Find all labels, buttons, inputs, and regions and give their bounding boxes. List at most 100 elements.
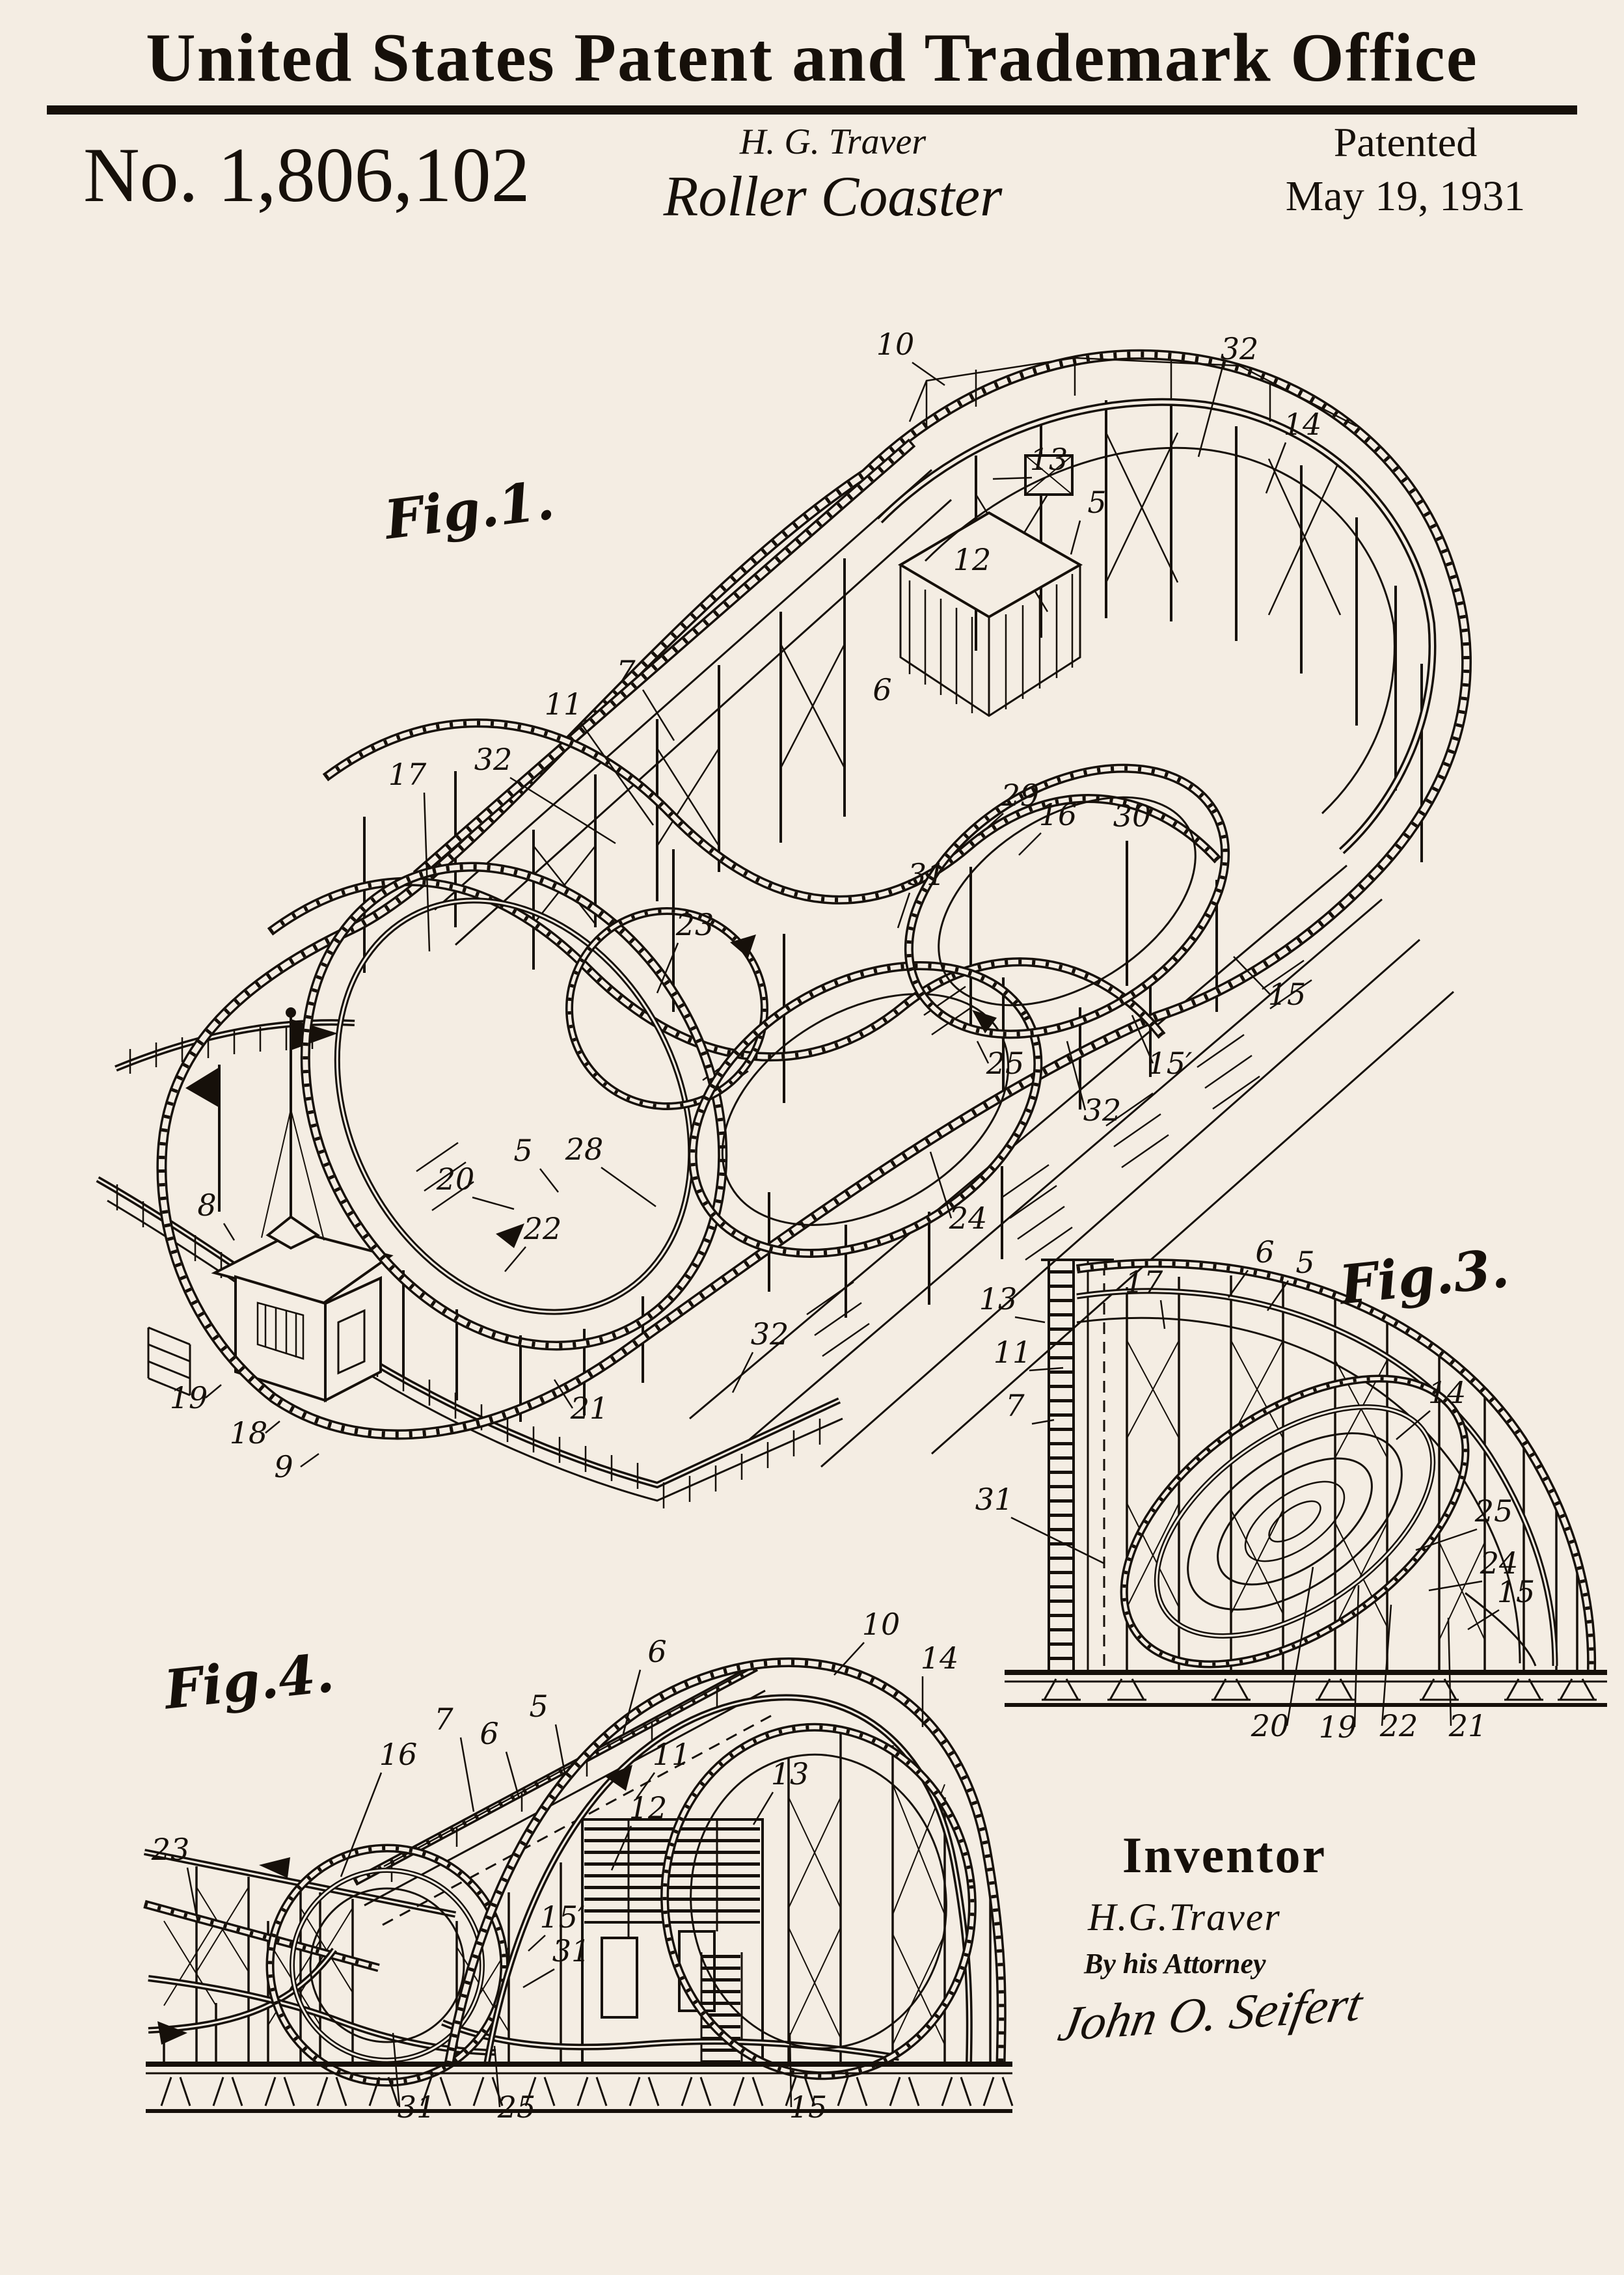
- middle-loop: [690, 963, 1040, 1256]
- leader-line: [300, 1452, 319, 1468]
- header-right-block: Patented May 19, 1931: [1243, 118, 1568, 221]
- ref-numeral: 10: [876, 327, 915, 362]
- s-curve-track-upper: [323, 720, 1220, 903]
- ref-numeral: 11: [994, 1335, 1032, 1370]
- ref-numeral: 21: [570, 1391, 609, 1426]
- patented-label: Patented: [1333, 119, 1478, 165]
- ref-numeral: 23: [675, 907, 714, 942]
- leader-line: [1197, 366, 1224, 457]
- direction-arrow: [730, 934, 756, 958]
- leader-line: [601, 1166, 656, 1208]
- leader-line: [1066, 1041, 1087, 1111]
- station-house: [147, 1007, 394, 1403]
- direction-arrow: [496, 1223, 524, 1248]
- ref-numeral: 18: [230, 1415, 268, 1451]
- leader-line: [731, 1352, 754, 1393]
- leader-line: [1227, 1270, 1249, 1298]
- leader-line: [1353, 1585, 1360, 1728]
- ref-numeral: 12: [953, 542, 992, 577]
- vertical-loop-outer: [268, 1846, 506, 2084]
- leader-line: [1029, 1367, 1064, 1372]
- leader-line: [472, 1196, 515, 1210]
- ref-numeral: 15′: [540, 1900, 586, 1935]
- lift-lattice: [434, 469, 953, 946]
- leader-line: [833, 1642, 865, 1676]
- attorney-line: By his Attorney: [1084, 1948, 1266, 1980]
- ref-numeral: 19: [1319, 1710, 1357, 1745]
- direction-arrow: [259, 1857, 290, 1878]
- ref-numeral: 5: [1087, 485, 1106, 520]
- ref-numeral: 25: [986, 1046, 1025, 1081]
- leader-line: [929, 1151, 953, 1219]
- leader-line: [223, 1223, 236, 1241]
- ref-numeral: 10: [862, 1607, 900, 1642]
- leader-line: [1381, 1604, 1392, 1726]
- ref-numeral: 29: [1001, 778, 1040, 813]
- leader-line: [1447, 1617, 1452, 1726]
- direction-arrow: [157, 2021, 187, 2045]
- leader-line: [1014, 1316, 1046, 1324]
- top-railing: [908, 357, 1357, 428]
- ref-numeral: 5: [1295, 1245, 1314, 1280]
- leader-line: [635, 1772, 656, 1799]
- inventor-heading: Inventor: [1122, 1827, 1327, 1883]
- ref-numeral: 5: [529, 1689, 548, 1724]
- leader-line: [1396, 1410, 1431, 1440]
- ref-numeral: 20: [436, 1162, 475, 1197]
- ref-numeral: 31: [975, 1482, 1014, 1517]
- figure-3-drawing: [1005, 1259, 1607, 1707]
- leader-line: [1018, 832, 1042, 856]
- leader-line: [522, 1968, 555, 1989]
- leader-line: [579, 722, 655, 826]
- entrance-steps: [147, 1326, 191, 1396]
- leader-line: [656, 942, 679, 994]
- leader-line: [1428, 1580, 1483, 1592]
- title-rule: [47, 105, 1577, 115]
- leader-line: [1031, 1419, 1055, 1425]
- leader-line: [1233, 956, 1271, 995]
- ref-numeral: 6: [1255, 1234, 1274, 1270]
- header-center-block: H. G. Traver Roller Coaster: [651, 121, 1015, 230]
- ref-numeral: 32: [474, 742, 513, 777]
- leader-line: [459, 1737, 475, 1812]
- ref-numeral: 11: [653, 1737, 691, 1772]
- leader-line: [553, 1379, 574, 1409]
- ref-numeral: 24: [1480, 1546, 1519, 1581]
- ref-numeral: 22: [1379, 1708, 1418, 1743]
- boardwalk-edge: [107, 1199, 843, 1502]
- hill-loop: [660, 1723, 977, 2080]
- right-loop: [906, 766, 1228, 1037]
- figure-title: Fig.3.: [1335, 1237, 1511, 1317]
- building-12: [898, 511, 1083, 717]
- leader-line: [1467, 1609, 1500, 1631]
- figure-1-drawing: [96, 349, 1472, 1508]
- dome-outer-track: [1076, 1260, 1594, 1670]
- lift-tower: [1041, 1259, 1114, 1672]
- leader-line: [992, 476, 1033, 480]
- vertical-loop-inner: [291, 1869, 483, 2062]
- inventor-name: H. G. Traver: [739, 122, 927, 162]
- ref-numeral: 32: [1221, 331, 1259, 366]
- ref-numeral: 6: [480, 1716, 498, 1751]
- leader-line: [1159, 1300, 1166, 1329]
- leader-line: [976, 1041, 990, 1064]
- ref-numeral: 32: [751, 1316, 789, 1352]
- hatch-lines: [416, 959, 1312, 1357]
- leader-line: [340, 1772, 383, 1877]
- ground-lines: [689, 864, 1454, 1468]
- leader-line: [978, 813, 1004, 836]
- ref-numeral: 17: [388, 757, 427, 792]
- left-loop-inner: [336, 899, 692, 1313]
- leader-line: [642, 689, 675, 741]
- leader-line: [509, 776, 616, 845]
- leader-line: [423, 792, 431, 952]
- ref-numeral: 28: [565, 1132, 604, 1167]
- ref-numeral: 15: [1268, 977, 1306, 1012]
- ref-numeral: 7: [1005, 1388, 1025, 1423]
- ref-numeral: 32: [1083, 1093, 1122, 1128]
- low-cross-track: [148, 1977, 496, 2054]
- ref-numeral: 24: [949, 1201, 988, 1236]
- ref-numeral: 25: [1474, 1493, 1513, 1529]
- inventor-signature: H.G.Traver: [1088, 1896, 1281, 1939]
